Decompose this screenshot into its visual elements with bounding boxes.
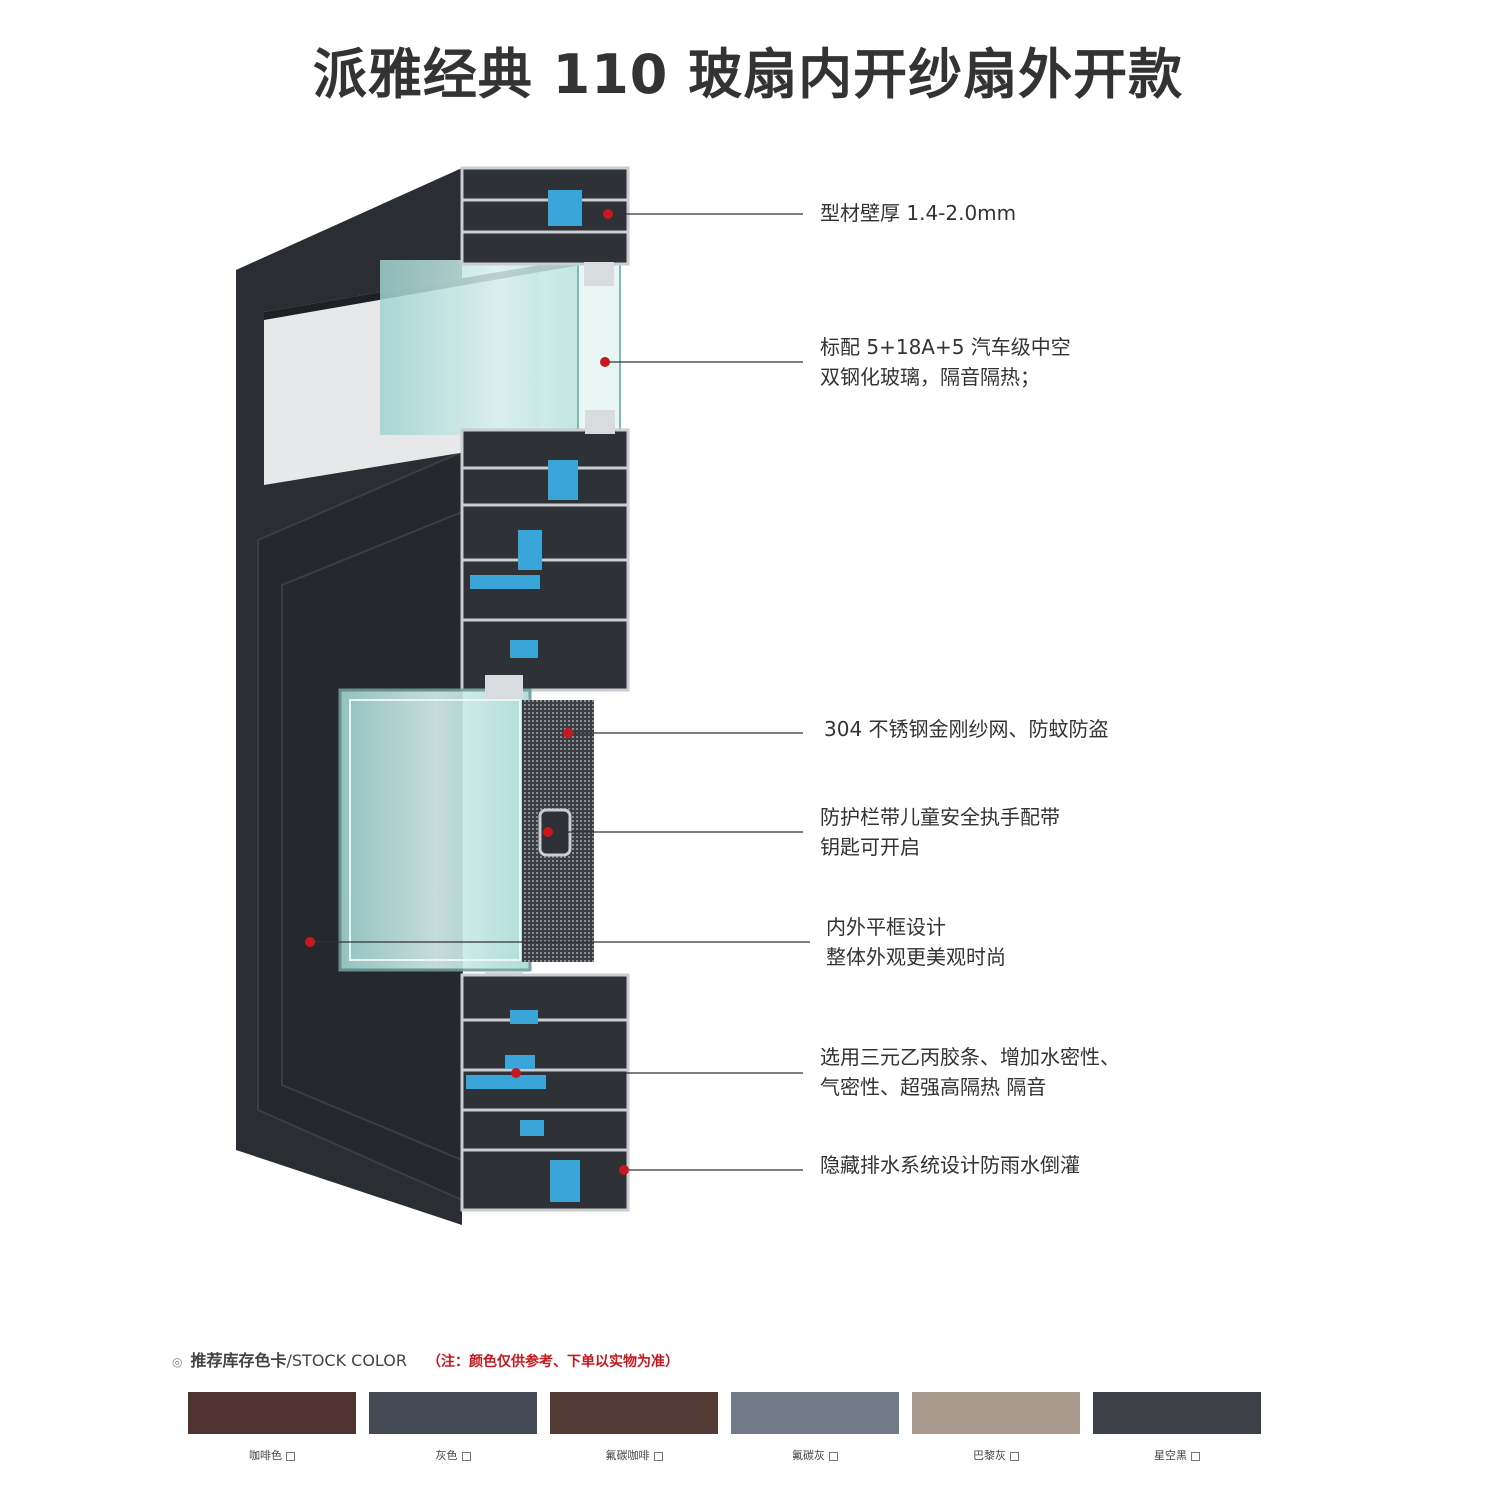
checkbox-icon[interactable] — [461, 1451, 471, 1461]
callout-line: 气密性、超强高隔热 隔音 — [820, 1075, 1047, 1099]
swatch-label: 巴黎灰 — [912, 1447, 1080, 1463]
callout-line: 标配 5+18A+5 汽车级中空 — [820, 335, 1071, 359]
color-swatch[interactable] — [912, 1392, 1080, 1434]
swatch-name: 巴黎灰 — [973, 1449, 1006, 1462]
swatch-label: 氟碳咖啡 — [550, 1447, 718, 1463]
callout-line: 双钢化玻璃，隔音隔热； — [820, 365, 1040, 389]
callout-guard: 防护栏带儿童安全执手配带 钥匙可开启 — [820, 802, 1060, 862]
callout-line: 隐藏排水系统设计防雨水倒灌 — [820, 1153, 1080, 1177]
checkbox-icon[interactable] — [286, 1451, 295, 1461]
swatch-label: 星空黑 — [1093, 1447, 1261, 1463]
swatch-label: 氟碳灰 — [731, 1447, 899, 1463]
callout-line: 内外平框设计 — [826, 915, 946, 939]
checkbox-icon[interactable] — [1191, 1451, 1200, 1461]
marker-dot — [600, 357, 610, 367]
callout-wall-thickness: 型材壁厚 1.4-2.0mm — [820, 198, 1016, 228]
marker-dot — [305, 937, 315, 947]
leader-lines — [310, 213, 810, 1171]
marker-dot — [619, 1165, 629, 1175]
swatch-name: 咖啡色 — [249, 1449, 282, 1462]
bullet-icon: ◎ — [172, 1355, 183, 1369]
callout-markers — [305, 209, 629, 1175]
swatch-label: 灰色 — [369, 1447, 537, 1463]
callout-frame-design: 内外平框设计 整体外观更美观时尚 — [826, 912, 1006, 972]
top-profile — [460, 166, 630, 266]
sash-glass — [338, 688, 532, 972]
bottom-profile — [460, 973, 630, 1212]
callout-line: 型材壁厚 1.4-2.0mm — [820, 201, 1017, 225]
swatch-name: 氟碳咖啡 — [605, 1449, 650, 1462]
callout-line: 整体外观更美观时尚 — [826, 945, 1006, 969]
marker-dot — [563, 728, 573, 738]
checkbox-icon[interactable] — [1010, 1451, 1019, 1461]
callout-line: 304 不锈钢金刚纱网、防蚊防盗 — [824, 717, 1109, 741]
marker-dot — [603, 209, 613, 219]
marker-dot — [543, 827, 553, 837]
color-swatch[interactable] — [731, 1392, 899, 1434]
callout-line: 钥匙可开启 — [820, 835, 920, 859]
callout-drainage: 隐藏排水系统设计防雨水倒灌 — [820, 1150, 1080, 1180]
color-swatch[interactable] — [1093, 1392, 1261, 1434]
stock-note: （注：颜色仅供参考、下单以实物为准） — [426, 1354, 679, 1370]
checkbox-icon[interactable] — [829, 1451, 838, 1461]
color-swatch[interactable] — [550, 1392, 718, 1434]
callout-gasket: 选用三元乙丙胶条、增加水密性、 气密性、超强高隔热 隔音 — [820, 1042, 1120, 1102]
checkbox-icon[interactable] — [653, 1451, 663, 1461]
swatch-name: 星空黑 — [1154, 1449, 1187, 1462]
stock-color-heading: ◎ 推荐库存色卡/STOCK COLOR （注：颜色仅供参考、下单以实物为准） — [172, 1347, 679, 1371]
color-swatch[interactable] — [369, 1392, 537, 1434]
callout-line: 防护栏带儿童安全执手配带 — [820, 805, 1060, 829]
color-swatch[interactable] — [188, 1392, 356, 1434]
callout-mesh: 304 不锈钢金刚纱网、防蚊防盗 — [824, 714, 1109, 744]
swatch-name: 氟碳灰 — [792, 1449, 825, 1462]
swatch-label: 咖啡色 — [188, 1447, 356, 1463]
callout-glass: 标配 5+18A+5 汽车级中空 双钢化玻璃，隔音隔热； — [820, 332, 1071, 392]
page-title: 派雅经典 110 玻扇内开纱扇外开款 — [312, 43, 1184, 106]
swatch-name: 灰色 — [435, 1449, 458, 1462]
stock-heading-zh: 推荐库存色卡 — [190, 1351, 287, 1370]
marker-dot — [511, 1068, 521, 1078]
callout-line: 选用三元乙丙胶条、增加水密性、 — [820, 1045, 1120, 1069]
stock-heading-en: /STOCK COLOR — [286, 1351, 407, 1370]
window-section-illustration — [236, 166, 810, 1225]
